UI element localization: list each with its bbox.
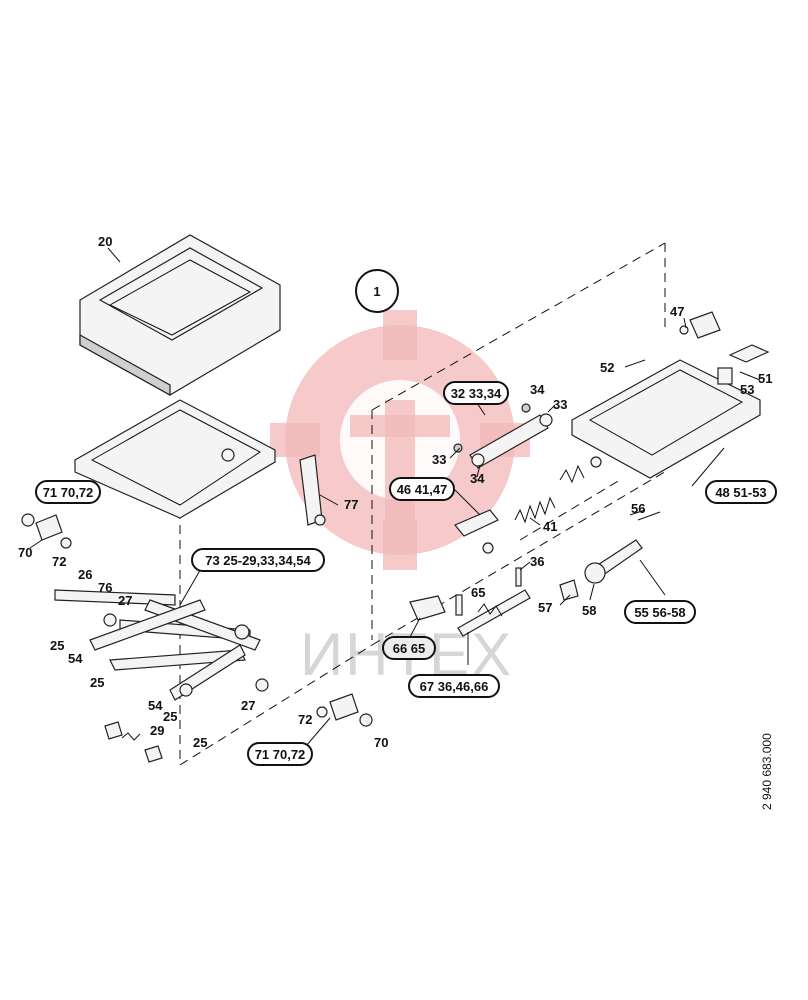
part-number-76: 76 — [98, 580, 112, 595]
part-number-33: 33 — [553, 397, 567, 412]
actuator-shaft — [409, 567, 531, 637]
group-label-text: 67 36,46,66 — [420, 679, 489, 694]
part-number-47: 47 — [670, 304, 684, 319]
part-number-25: 25 — [90, 675, 104, 690]
part-number-34: 34 — [470, 471, 485, 486]
part-number-70: 70 — [18, 545, 32, 560]
group-label-text: 55 56-58 — [634, 605, 685, 620]
part-number-26: 26 — [78, 567, 92, 582]
part-number-27: 27 — [118, 593, 132, 608]
part-number-53: 53 — [740, 382, 754, 397]
group-label-55: 55 56-58 — [624, 600, 696, 624]
part-number-41: 41 — [543, 519, 557, 534]
gas-spring — [453, 403, 553, 469]
part-number-25: 25 — [193, 735, 207, 750]
hardware-29 — [104, 721, 163, 763]
part-number-34: 34 — [530, 382, 545, 397]
part-number-54: 54 — [148, 698, 163, 713]
part-number-29: 29 — [150, 723, 164, 738]
bracket-right — [316, 693, 373, 727]
tension-spring — [514, 456, 602, 524]
bracket-46 — [454, 509, 499, 554]
group-label-text: 46 41,47 — [397, 482, 448, 497]
lever-77 — [299, 454, 326, 526]
part-number-20: 20 — [98, 234, 112, 249]
upper-rail-assembly — [571, 344, 770, 479]
part-number-70: 70 — [374, 735, 388, 750]
group-label-66: 66 65 — [382, 636, 436, 660]
group-label-46: 46 41,47 — [389, 477, 455, 501]
seat-pan-plate — [74, 399, 276, 519]
part-number-65: 65 — [471, 585, 485, 600]
part-number-77: 77 — [344, 497, 358, 512]
scissor-frame — [54, 589, 269, 701]
part-number-25: 25 — [50, 638, 64, 653]
group-label-48: 48 51-53 — [705, 480, 777, 504]
part-number-54: 54 — [68, 651, 83, 666]
part-number-52: 52 — [600, 360, 614, 375]
group-label-71-bottom: 71 70,72 — [247, 742, 313, 766]
part-number-25: 25 — [163, 709, 177, 724]
group-label-32: 32 33,34 — [443, 381, 509, 405]
part-number-57: 57 — [538, 600, 552, 615]
group-label-71-top: 71 70,72 — [35, 480, 101, 504]
group-label-text: 73 25-29,33,34,54 — [205, 553, 311, 568]
part-number-72: 72 — [298, 712, 312, 727]
group-label-text: 1 — [373, 284, 380, 299]
assembly-dashed-lines — [179, 242, 669, 766]
group-label-67: 67 36,46,66 — [408, 674, 500, 698]
part-number-27: 27 — [241, 698, 255, 713]
group-label-text: 32 33,34 — [451, 386, 502, 401]
group-label-text: 71 70,72 — [43, 485, 94, 500]
connector-part — [679, 311, 721, 339]
part-number-36: 36 — [530, 554, 544, 569]
bracket-left — [21, 513, 72, 549]
part-number-72: 72 — [52, 554, 66, 569]
part-number-33: 33 — [432, 452, 446, 467]
seat-cushion-frame — [79, 234, 281, 397]
group-label-text: 71 70,72 — [255, 747, 306, 762]
section-marker: 1 — [355, 269, 399, 313]
part-number-56: 56 — [631, 501, 645, 516]
group-label-text: 48 51-53 — [715, 485, 766, 500]
group-label-text: 66 65 — [393, 641, 426, 656]
group-label-73: 73 25-29,33,34,54 — [191, 548, 325, 572]
release-lever — [559, 511, 661, 601]
drawing-number: 2 940 683.000 — [760, 733, 774, 810]
part-number-51: 51 — [758, 371, 772, 386]
part-number-58: 58 — [582, 603, 596, 618]
